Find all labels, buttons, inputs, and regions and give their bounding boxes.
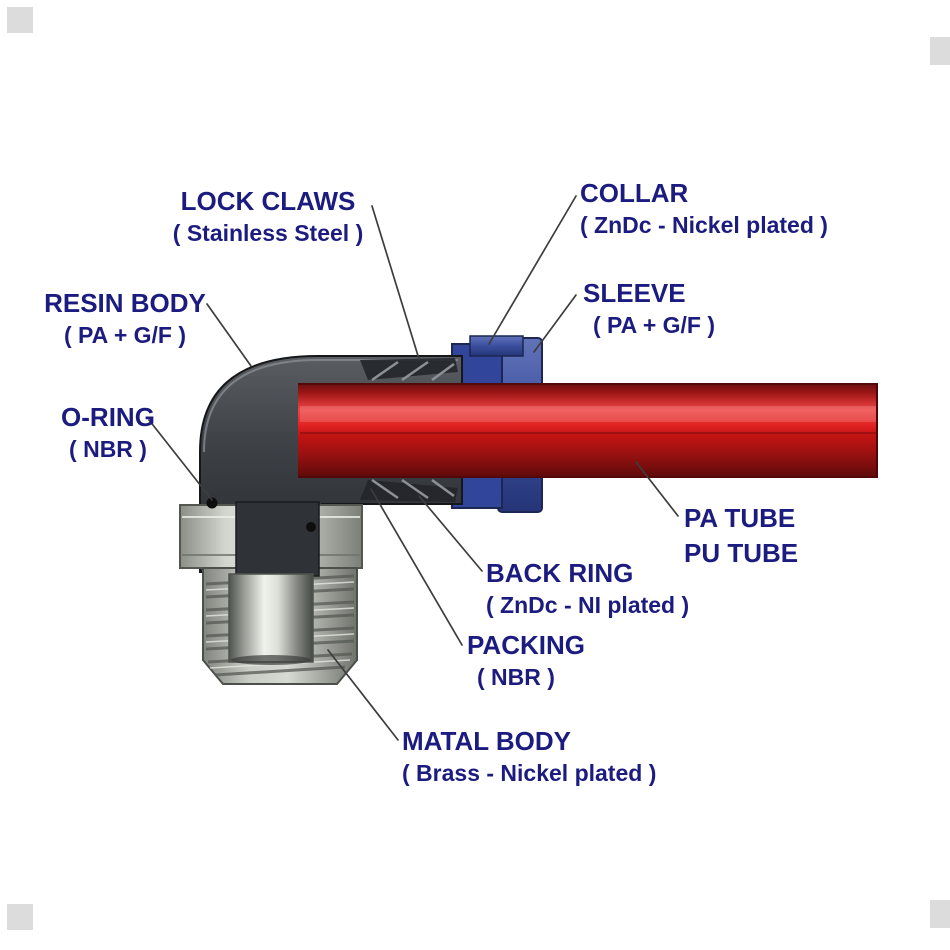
corner-marker-top-right: [930, 37, 950, 65]
label-o-ring: O-RING ( NBR ): [52, 402, 164, 464]
label-resin-body: RESIN BODY ( PA + G/F ): [40, 288, 210, 350]
label-sleeve-subtitle: ( PA + G/F ): [593, 312, 716, 339]
label-pa-tube: PA TUBE PU TUBE: [684, 503, 798, 569]
leader-lines: [148, 195, 679, 741]
label-resin-body-title: RESIN BODY: [44, 288, 206, 318]
corner-marker-bottom-left: [7, 904, 33, 930]
label-packing-subtitle: ( NBR ): [477, 664, 555, 691]
back-ring-shape-top: [360, 358, 458, 380]
label-o-ring-subtitle: ( NBR ): [69, 436, 147, 463]
back-ring-shape-bottom: [360, 480, 458, 502]
leader-o-ring: [148, 419, 213, 501]
tube-highlight: [300, 406, 876, 422]
leader-resin-body: [206, 303, 252, 367]
label-packing: PACKING ( NBR ): [467, 630, 585, 692]
leader-lock-claws: [371, 205, 420, 360]
label-collar-title: COLLAR: [580, 178, 689, 208]
label-packing-title: PACKING: [467, 630, 585, 660]
label-collar-subtitle: ( ZnDc - Nickel plated ): [580, 212, 828, 239]
leader-sleeve: [533, 294, 577, 353]
lock-claws-shape-top: [371, 360, 455, 382]
resin-body-highlight: [203, 359, 458, 453]
bore-shape: [228, 573, 314, 663]
label-pa-tube-subtitle: PU TUBE: [684, 538, 799, 569]
label-lock-claws-title: LOCK CLAWS: [180, 186, 356, 216]
label-metal-body-subtitle: ( Brass - Nickel plated ): [402, 760, 657, 787]
label-resin-body-subtitle: ( PA + G/F ): [63, 322, 187, 349]
label-back-ring-subtitle: ( ZnDc - NI plated ): [486, 592, 690, 619]
corner-marker-top-left: [7, 7, 33, 33]
label-back-ring-title: BACK RING: [486, 558, 634, 588]
label-back-ring: BACK RING ( ZnDc - NI plated ): [486, 558, 689, 620]
label-collar: COLLAR ( ZnDc - Nickel plated ): [580, 178, 828, 240]
label-metal-body-title: MATAL BODY: [402, 726, 571, 756]
leader-pa-tube: [635, 461, 679, 517]
leader-collar: [488, 195, 577, 345]
lock-claws-shape-bottom: [371, 478, 455, 500]
label-lock-claws: LOCK CLAWS ( Stainless Steel ): [163, 186, 373, 248]
resin-stem-shape: [235, 501, 320, 577]
label-lock-claws-subtitle: ( Stainless Steel ): [172, 220, 364, 247]
bore-shadow: [231, 655, 311, 665]
label-sleeve: SLEEVE ( PA + G/F ): [583, 278, 715, 340]
o-ring-dot-right: [306, 522, 316, 532]
label-metal-body: MATAL BODY ( Brass - Nickel plated ): [402, 726, 656, 788]
label-sleeve-title: SLEEVE: [583, 278, 686, 308]
o-ring-dot-left: [206, 497, 218, 509]
leader-packing: [370, 488, 463, 646]
corner-marker-bottom-right: [930, 900, 950, 928]
collar-tab-shape: [469, 335, 524, 357]
leader-back-ring: [418, 495, 483, 572]
tube-shape: [298, 383, 878, 478]
label-pa-tube-title: PA TUBE: [684, 503, 796, 533]
label-o-ring-title: O-RING: [61, 402, 155, 432]
leader-metal-body: [327, 649, 399, 741]
